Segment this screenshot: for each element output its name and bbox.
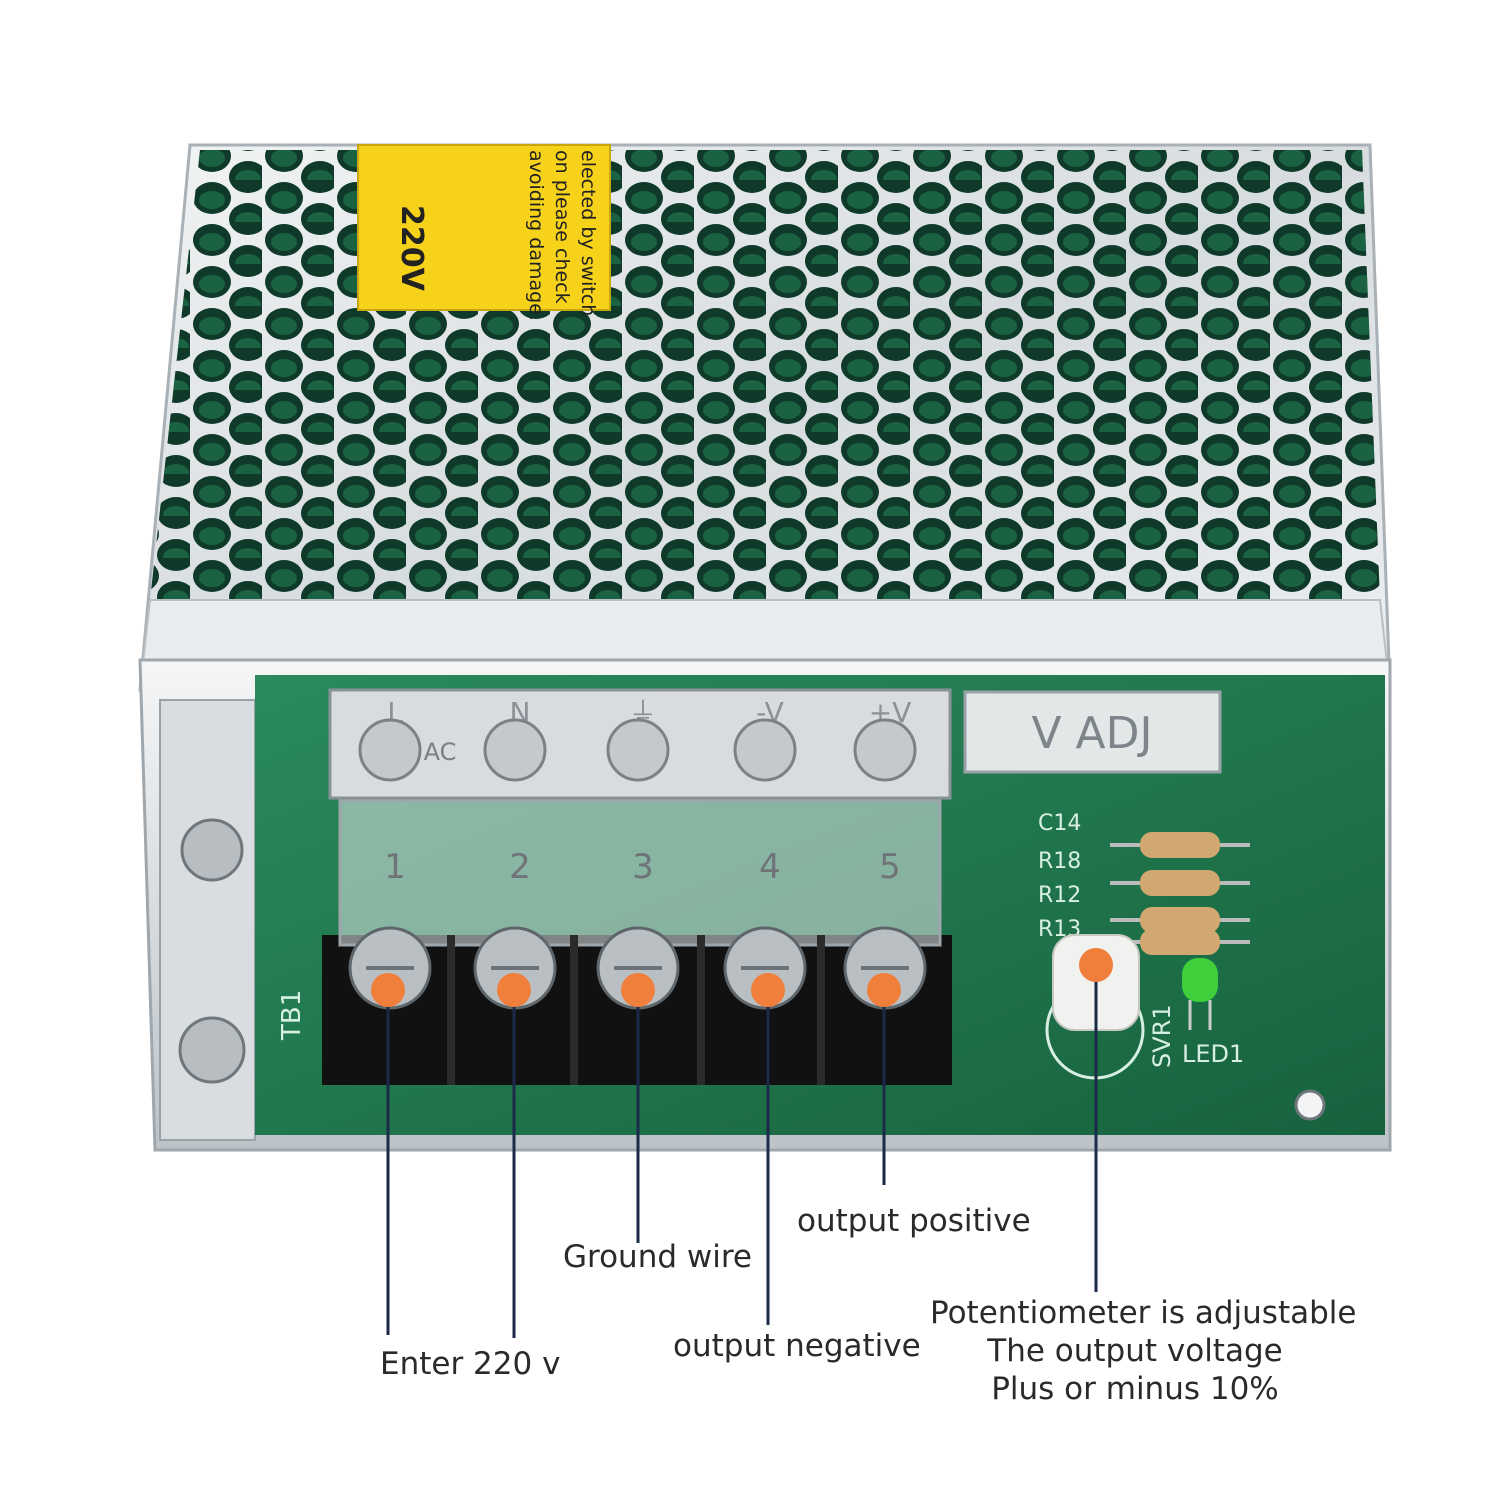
ref-c14: C14 (1038, 811, 1081, 836)
svr1-label: SVR1 (1148, 1004, 1176, 1068)
callout-enter-220v: Enter 220 v (380, 1346, 561, 1382)
callout-potentiometer-line-2: The output voltage (987, 1333, 1283, 1369)
upper-screw-icon (483, 718, 547, 782)
pcb-silkscreen: TB1 SVR1 LED1 C14 R18 R12 R13 (277, 811, 1244, 1068)
upper-screw-icon (853, 718, 917, 782)
terminal-divider (817, 935, 825, 1085)
sticker-line-2: on please check (551, 150, 573, 304)
callout-dot-icon (497, 973, 531, 1007)
callout-dot-icon (751, 973, 785, 1007)
v-adj-label: V ADJ (1031, 708, 1152, 759)
callout-output-negative: output negative (673, 1328, 921, 1364)
sticker-line-1: elected by switch (577, 150, 599, 316)
callout-dot-icon (1079, 948, 1113, 982)
terminal-number: 1 (384, 847, 406, 887)
mounting-screw-icon (178, 1016, 246, 1084)
mounting-screw-icon (180, 818, 244, 882)
v-adj-plate: V ADJ (963, 690, 1222, 774)
tb1-label: TB1 (277, 990, 307, 1041)
sticker-voltage: 220V (394, 205, 429, 292)
callout-dot-icon (867, 973, 901, 1007)
upper-screw-icon (733, 718, 797, 782)
terminal-number: 3 (632, 847, 654, 887)
callout-dot-icon (621, 973, 655, 1007)
terminal-divider (570, 935, 578, 1085)
callout-potentiometer: Potentiometer is adjustable The output v… (930, 1294, 1357, 1408)
callout-potentiometer-line-1: Potentiometer is adjustable (930, 1295, 1357, 1331)
terminal-divider (697, 935, 705, 1085)
upper-screw-icon (358, 718, 422, 782)
ref-r18: R18 (1038, 849, 1081, 874)
mounting-hole-icon (1294, 1089, 1326, 1121)
callout-ground-wire: Ground wire (563, 1239, 752, 1275)
warning-sticker: elected by switch on please check avoidi… (357, 144, 611, 321)
ref-r12: R12 (1038, 883, 1081, 908)
upper-screw-icon (606, 718, 670, 782)
callout-potentiometer-line-3: Plus or minus 10% (991, 1371, 1279, 1407)
terminal-divider (447, 935, 455, 1085)
callout-dot-icon (371, 973, 405, 1007)
terminal-number: 4 (759, 847, 781, 887)
green-led-icon (1182, 958, 1218, 1030)
terminal-screw-mark: AC (424, 738, 457, 766)
callout-markers (371, 948, 1113, 1338)
terminal-number: 5 (879, 847, 901, 887)
led1-label: LED1 (1182, 1040, 1244, 1068)
sticker-line-3: avoiding damage. (525, 150, 547, 321)
terminal-number: 2 (509, 847, 531, 887)
perforated-cover (138, 143, 1392, 692)
resistors (1110, 832, 1250, 955)
callout-output-positive: output positive (797, 1203, 1031, 1239)
